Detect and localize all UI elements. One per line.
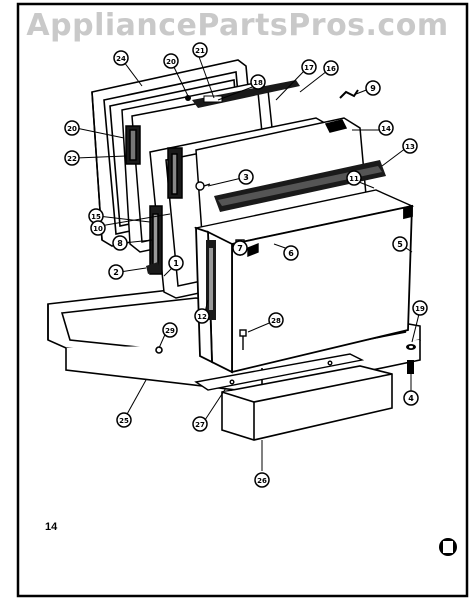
callout-label: 5 [397, 240, 403, 249]
callout-label: 18 [253, 79, 263, 87]
callout-circle [232, 240, 248, 256]
washer [406, 344, 416, 350]
callout-label: 4 [408, 394, 414, 403]
callout-circle [268, 312, 284, 328]
callout-circle [254, 472, 270, 488]
callout-label: 21 [195, 47, 205, 55]
registration-mark-notch [443, 541, 453, 553]
callout-circle [194, 308, 210, 324]
callout-circle [113, 50, 129, 66]
callout-circle [112, 235, 128, 251]
callout-label: 29 [165, 327, 175, 335]
callout-circle [192, 416, 208, 432]
callout-circle [392, 236, 408, 252]
page-number: 14 [45, 521, 58, 533]
callout-label: 17 [304, 64, 314, 72]
callout-label: 11 [349, 175, 359, 183]
callout-circle [116, 412, 132, 428]
watermark: AppliancePartsPros.com [26, 8, 449, 43]
screw-3 [195, 181, 211, 191]
callout-label: 8 [117, 239, 123, 248]
callout-circle [64, 120, 80, 136]
callout-circle [90, 220, 106, 236]
callout-circle [163, 53, 179, 69]
callout-label: 15 [91, 213, 101, 221]
callout-label: 16 [326, 65, 336, 73]
kick-plate [221, 365, 393, 441]
callout-circle [346, 170, 362, 186]
top-grille [214, 160, 386, 212]
callout-label: 7 [237, 244, 243, 253]
callout-circle [283, 245, 299, 261]
callout-circle [64, 150, 80, 166]
callout-label: 22 [67, 155, 77, 163]
callout-circle [323, 60, 339, 76]
spring [339, 89, 359, 99]
callout-circle [301, 59, 317, 75]
callout-circle [238, 169, 254, 185]
callout-label: 12 [197, 313, 207, 321]
callout-circle [402, 138, 418, 154]
callout-label: 27 [195, 421, 205, 429]
callout-label: 24 [116, 55, 126, 63]
callout-label: 3 [243, 173, 249, 182]
side-hinge [206, 240, 216, 320]
callout-label: 25 [119, 417, 129, 425]
callout-label: 13 [405, 143, 415, 151]
kick-bracket [194, 353, 365, 391]
callout-label: 20 [67, 125, 77, 133]
callout-label: 1 [173, 259, 179, 268]
callout-label: 20 [166, 58, 176, 66]
callout-label: 2 [113, 268, 119, 277]
callout-label: 26 [257, 477, 267, 485]
callout-label: 9 [370, 84, 376, 93]
callout-circle [403, 390, 419, 406]
callout-circle [162, 322, 178, 338]
hinge-pin [146, 262, 160, 274]
callout-label: 28 [271, 317, 281, 325]
callout-circle [192, 42, 208, 58]
callout-label: 14 [381, 125, 391, 133]
callout-circle [250, 74, 266, 90]
callout-circle [378, 120, 394, 136]
callout-label: 6 [288, 249, 294, 258]
page-border [16, 2, 469, 598]
callout-circle [168, 255, 184, 271]
callout-circle [412, 300, 428, 316]
callout-label: 10 [93, 225, 103, 233]
callout-circle [108, 264, 124, 280]
callout-label: 19 [415, 305, 425, 313]
bolt [407, 360, 414, 374]
screw-29 [239, 329, 247, 350]
front-panel [195, 204, 413, 374]
callout-circle [365, 80, 381, 96]
